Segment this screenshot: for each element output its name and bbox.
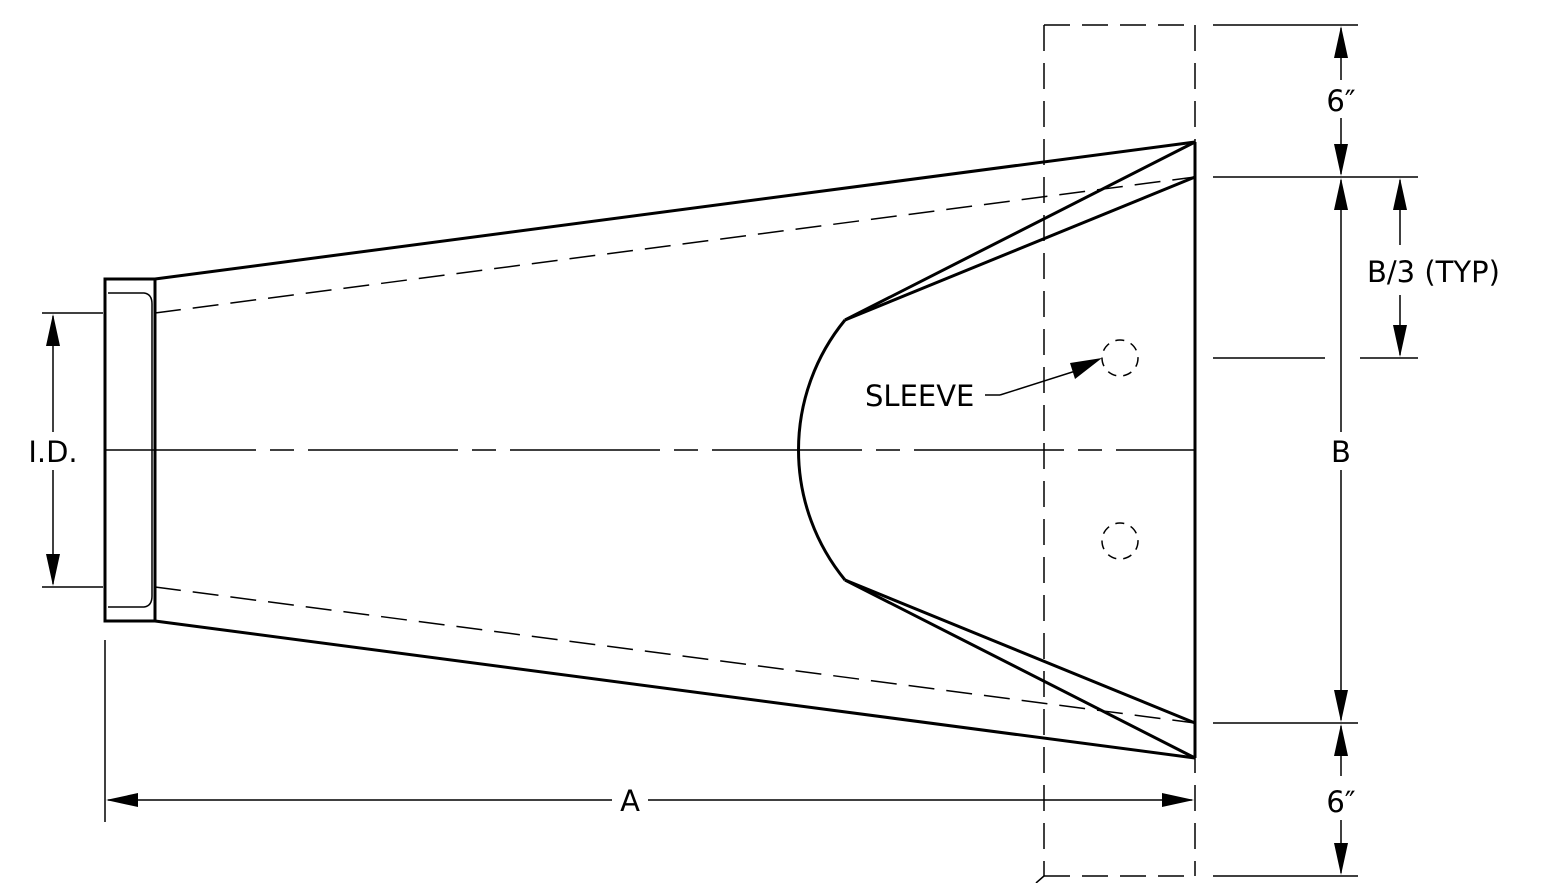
- six-inch-bottom-dimension: [1334, 724, 1348, 875]
- six-inch-top-dimension: [1334, 26, 1348, 176]
- sleeve-label: SLEEVE: [865, 379, 974, 413]
- a-dimension: [104, 640, 1194, 822]
- right-extension-lines: [1213, 24, 1418, 877]
- a-label: A: [620, 784, 640, 818]
- b-dimension: [1334, 178, 1348, 722]
- b3-dimension: [1393, 178, 1407, 357]
- sleeve-hole-lower: [1101, 522, 1139, 560]
- six-inch-top-label: 6″: [1326, 84, 1355, 118]
- b-label: B: [1331, 435, 1351, 469]
- b3-label: B/3 (TYP): [1367, 255, 1500, 289]
- id-label: I.D.: [28, 435, 77, 469]
- id-dimension: [42, 312, 103, 588]
- bell-mouth: [797, 140, 1196, 760]
- sleeve-hole-upper: [1101, 339, 1139, 377]
- sleeve-leader: [985, 358, 1102, 396]
- six-inch-bottom-label: 6″: [1326, 785, 1355, 819]
